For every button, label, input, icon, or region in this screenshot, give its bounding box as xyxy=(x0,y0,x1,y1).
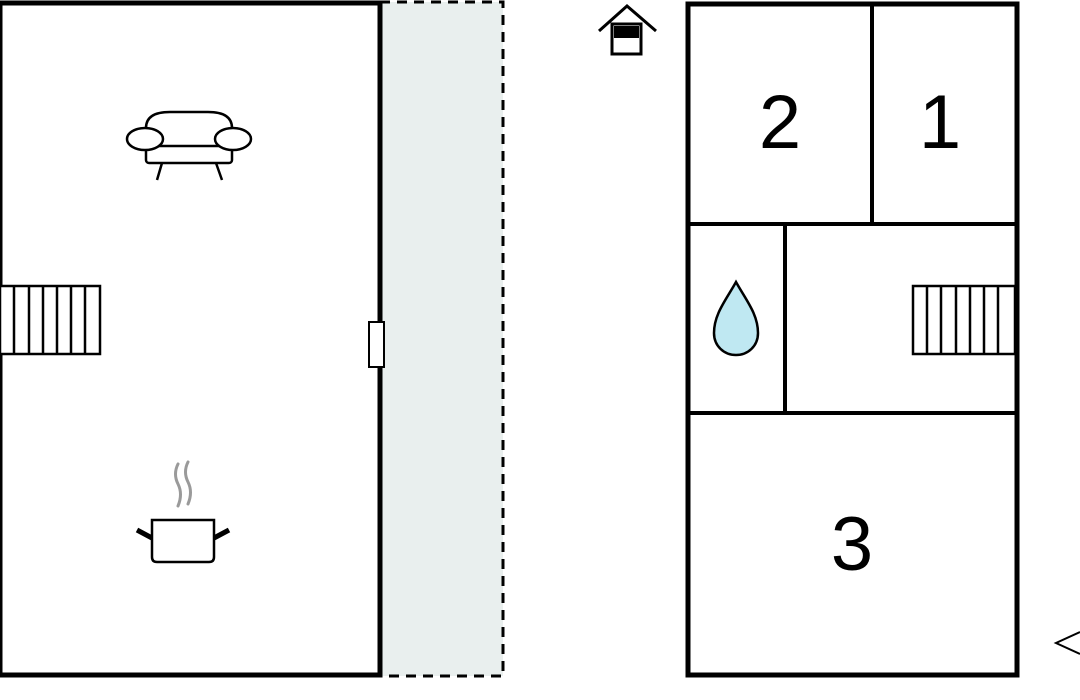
room-label-2: 2 xyxy=(759,80,801,165)
terrace-dashed-outline xyxy=(380,0,505,678)
terrace-door xyxy=(368,321,385,368)
house-entrance-icon xyxy=(598,4,657,56)
room-label-3: 3 xyxy=(831,502,873,587)
terrace-area xyxy=(380,2,503,676)
sofa-icon xyxy=(125,110,253,181)
cooking-pot-icon xyxy=(135,460,231,564)
stairs-icon xyxy=(0,284,102,356)
water-drop-icon xyxy=(712,279,760,357)
stairs-icon xyxy=(911,284,1017,356)
room-label-1: 1 xyxy=(919,80,961,165)
north-arrow-icon xyxy=(1053,631,1080,655)
